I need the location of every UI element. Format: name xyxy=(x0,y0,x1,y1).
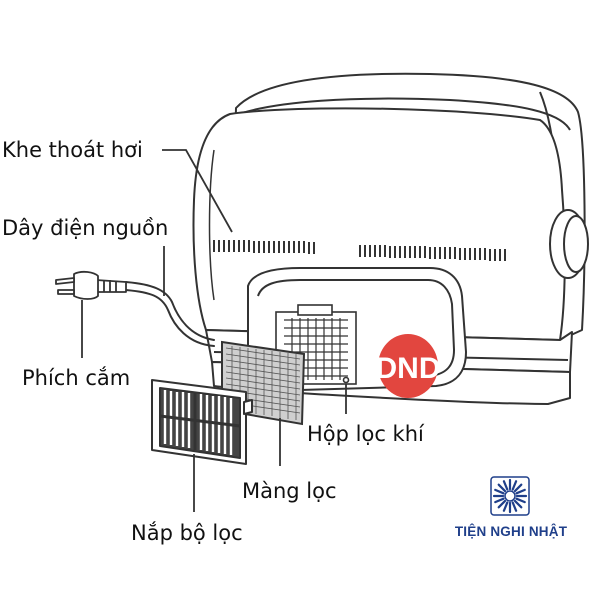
knob xyxy=(549,209,589,279)
sun-ray xyxy=(513,483,523,493)
sunburst-icon xyxy=(490,476,530,516)
brand-watermark: TIỆN NGHI NHẬT xyxy=(436,476,586,546)
label-plug: Phích cắm xyxy=(22,366,131,390)
leader-steam-vent xyxy=(162,149,233,233)
label-filter-membrane: Màng lọc xyxy=(242,479,337,503)
sun-ray xyxy=(502,501,509,512)
air-filter-box-tab xyxy=(297,304,333,316)
vent-slots-right xyxy=(359,245,506,261)
label-air-filter-box: Hộp lọc khí xyxy=(307,422,424,446)
filter-cover xyxy=(151,379,253,465)
air-filter-box-screw xyxy=(342,376,350,384)
air-filter-box-grid xyxy=(284,318,348,380)
dnd-logo-text: DND xyxy=(376,352,441,385)
sun-ray xyxy=(497,483,507,493)
brand-name: TIỆN NGHI NHẬT xyxy=(454,524,568,539)
sun-ray xyxy=(515,488,526,495)
power-cord-line-a xyxy=(125,281,215,341)
plug-strain-relief xyxy=(95,279,127,293)
sun-ray xyxy=(494,497,505,504)
sun-ray xyxy=(513,499,523,509)
filter-cover-ribs xyxy=(159,392,241,450)
power-cord-line-b xyxy=(125,289,215,347)
filter-membrane-texture xyxy=(225,346,301,420)
sun-ray xyxy=(511,501,518,512)
filter-housing-bezel xyxy=(257,279,455,377)
sun-ray xyxy=(511,480,518,491)
sun-ray xyxy=(494,488,505,495)
vent-slots-left xyxy=(213,240,315,254)
sun-ray xyxy=(497,499,507,509)
plug-prong-bottom xyxy=(57,289,75,295)
label-filter-cover: Nắp bộ lọc xyxy=(131,521,243,545)
dnd-logo: DND xyxy=(376,334,441,398)
label-steam-vent: Khe thoát hơi xyxy=(2,138,143,162)
plug-ribs xyxy=(103,280,117,292)
plug-prong-top xyxy=(55,277,75,285)
dryer-cover-highlight xyxy=(208,149,215,301)
steam-vent-slots xyxy=(213,240,506,261)
power-cord xyxy=(125,281,215,347)
knob-face xyxy=(563,215,589,273)
dnd-logo-circle xyxy=(378,334,438,398)
sun-ray xyxy=(502,480,509,491)
leader-lines xyxy=(81,149,347,512)
plug-body xyxy=(73,270,99,300)
filter-cover-tab xyxy=(243,399,253,415)
plug xyxy=(55,270,127,300)
sun-ray xyxy=(515,497,526,504)
label-power-cord: Dây điện nguồn xyxy=(2,216,169,240)
